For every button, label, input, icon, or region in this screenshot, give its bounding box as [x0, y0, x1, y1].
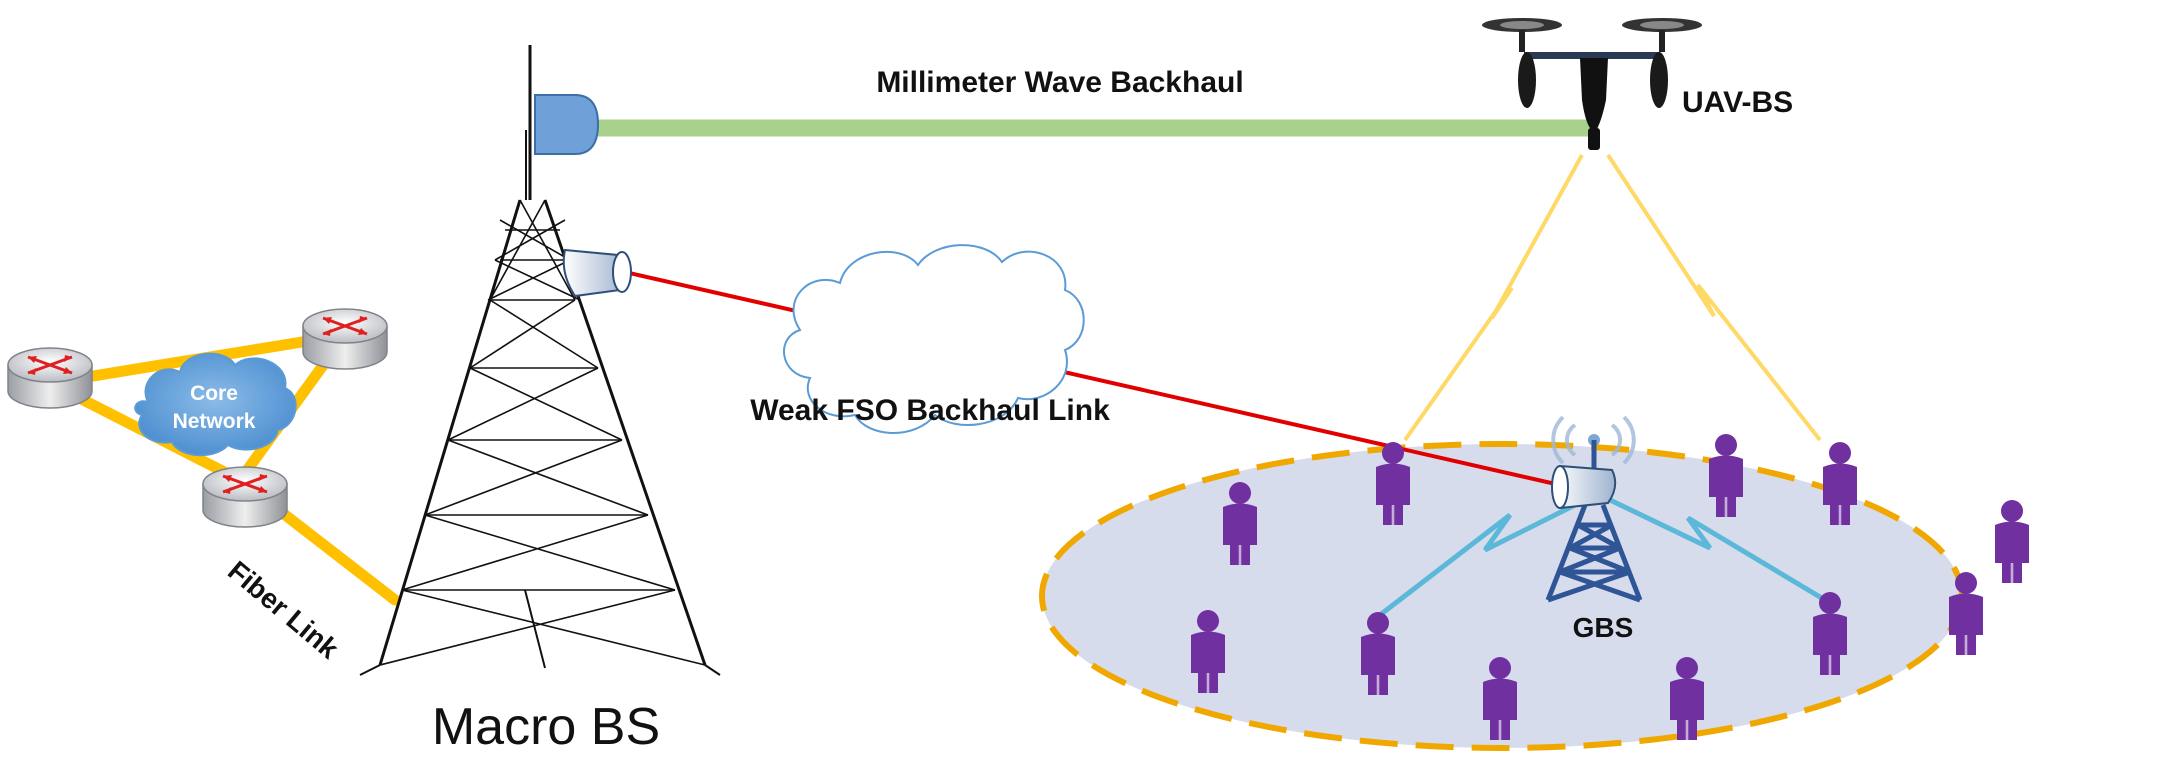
core-network-label-1: Core	[190, 382, 238, 405]
core-network-label-2: Network	[173, 410, 256, 433]
mmwave-label: Millimeter Wave Backhaul	[876, 66, 1243, 99]
fso-label: Weak FSO Backhaul Link	[750, 394, 1110, 427]
drone-icon	[1482, 18, 1702, 150]
person-icon	[1995, 500, 2029, 583]
gbs-label: GBS	[1573, 612, 1634, 643]
fso-receiver-icon	[1551, 464, 1617, 510]
fso-link	[624, 270, 1561, 487]
macro-bs-label: Macro BS	[432, 698, 660, 756]
cloud-icon	[783, 244, 1085, 434]
cloud-icon	[134, 352, 297, 457]
gbs-wireless-links	[1378, 497, 1827, 617]
fso-transmitter-icon	[562, 248, 632, 298]
fiber-link-label: Fiber Link	[222, 555, 345, 665]
uav-bs-label: UAV-BS	[1682, 86, 1793, 119]
router-icon	[201, 465, 289, 529]
router-icon	[6, 346, 94, 410]
tower-icon	[1545, 415, 1643, 603]
router-icon	[301, 307, 389, 371]
mmwave-antenna	[534, 94, 600, 155]
uav-wireless-links	[1403, 153, 1822, 442]
